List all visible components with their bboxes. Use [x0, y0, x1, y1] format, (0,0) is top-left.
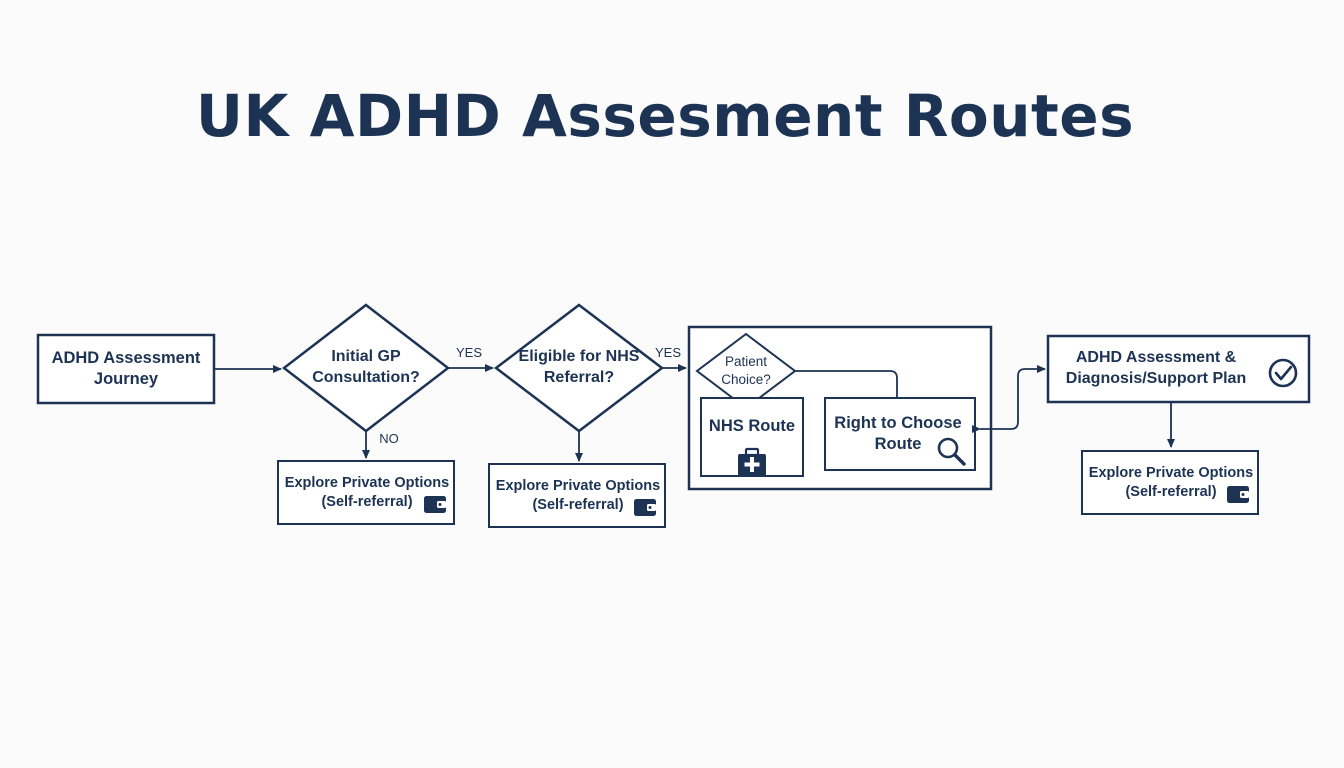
outcome-label: ADHD Assessment & Diagnosis/Support Plan	[1065, 349, 1247, 387]
yes-label: YES	[455, 344, 482, 360]
private-options-label-2: Explore Private Options (Self-referral)	[495, 478, 661, 513]
connector-rtc-to-outcome	[972, 365, 1046, 433]
patient-choice-label: Patient Choice?	[721, 354, 771, 387]
outcome-box	[1046, 334, 1311, 404]
private-box-3	[1081, 450, 1259, 515]
nhs-route-label: NHS Route	[708, 417, 796, 436]
wallet-icon	[424, 496, 446, 513]
magnifier-icon	[937, 437, 966, 466]
gp-question-label: Initial GP Consultation?	[312, 348, 420, 386]
private-box-2	[488, 463, 666, 528]
start-box	[36, 333, 216, 405]
start-label: ADHD Assessment Journey	[51, 348, 201, 388]
check-circle-icon	[1268, 358, 1298, 388]
page-title: UK ADHD Assesment Routes	[195, 82, 1135, 150]
connector-choice-to-rtc	[795, 370, 898, 398]
nhs-question-label: Eligible for NHS Referral?	[518, 348, 640, 386]
private-options-label-3: Explore Private Options (Self-referral)	[1088, 465, 1254, 500]
private-box-1	[277, 460, 455, 525]
yes-label: YES	[654, 344, 681, 360]
no-label: NO	[379, 430, 399, 446]
rtc-route-label: Right to Choose Route	[834, 413, 962, 453]
private-options-label-1: Explore Private Options (Self-referral)	[284, 475, 450, 510]
medical-kit-icon	[738, 447, 766, 476]
wallet-icon	[634, 499, 656, 516]
wallet-icon	[1227, 486, 1249, 503]
